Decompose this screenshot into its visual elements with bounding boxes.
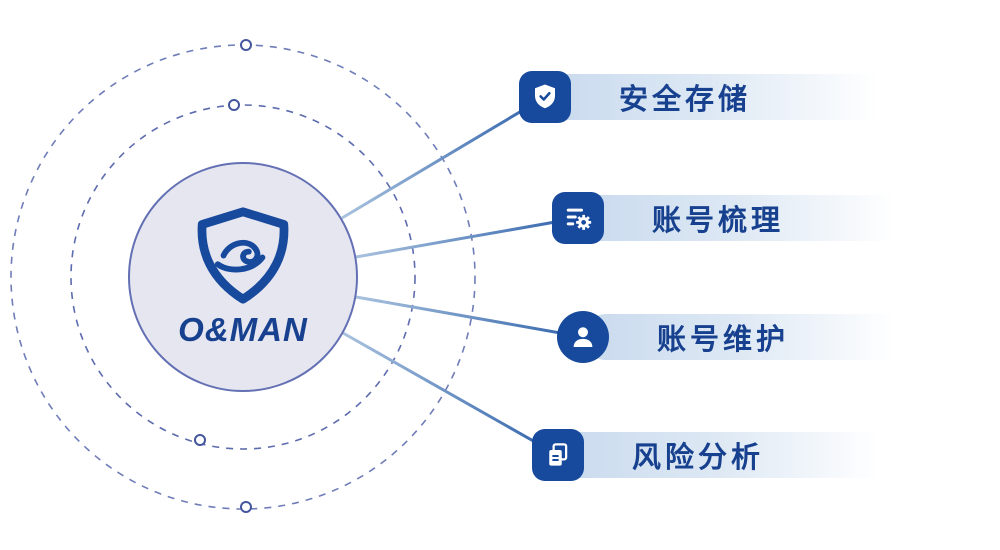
shield-check-icon bbox=[535, 84, 555, 109]
feature-bar bbox=[558, 432, 908, 478]
connector-line-4 bbox=[342, 331, 559, 457]
documents-icon bbox=[549, 443, 568, 466]
feature-label: 账号梳理 bbox=[652, 205, 785, 237]
feature-item-account-maintenance: 账号维护 bbox=[557, 311, 923, 363]
inner-dashed-orbit bbox=[70, 104, 416, 450]
person-icon bbox=[573, 327, 593, 347]
connector-line-3 bbox=[355, 295, 584, 339]
shield-wave-logo-icon bbox=[197, 207, 289, 304]
feature-label: 账号维护 bbox=[657, 324, 790, 356]
feature-bar bbox=[545, 74, 907, 120]
feature-badge bbox=[552, 192, 604, 244]
feature-item-risk-analysis: 风险分析 bbox=[532, 429, 908, 481]
feature-bar bbox=[583, 314, 923, 360]
brand-hub: O&MAN bbox=[128, 162, 358, 392]
account-list-gear-icon bbox=[566, 208, 592, 230]
orbit-dot-outer-top bbox=[240, 39, 252, 51]
connector-line-1 bbox=[341, 95, 546, 220]
feature-badge bbox=[557, 311, 609, 363]
orbit-dot-inner-top bbox=[228, 99, 240, 111]
connector-line-2 bbox=[355, 216, 579, 259]
feature-item-account-sorting: 账号梳理 bbox=[552, 192, 923, 244]
orbit-dot-outer-bottom bbox=[240, 501, 252, 513]
feature-label: 安全存储 bbox=[619, 84, 752, 116]
feature-label: 风险分析 bbox=[632, 442, 765, 474]
feature-bar bbox=[578, 195, 923, 241]
orbit-dot-inner-bottom bbox=[194, 434, 206, 446]
feature-badge bbox=[519, 71, 571, 123]
feature-badge bbox=[532, 429, 584, 481]
brand-name: O&MAN bbox=[178, 311, 308, 348]
feature-item-secure-storage: 安全存储 bbox=[519, 71, 907, 123]
